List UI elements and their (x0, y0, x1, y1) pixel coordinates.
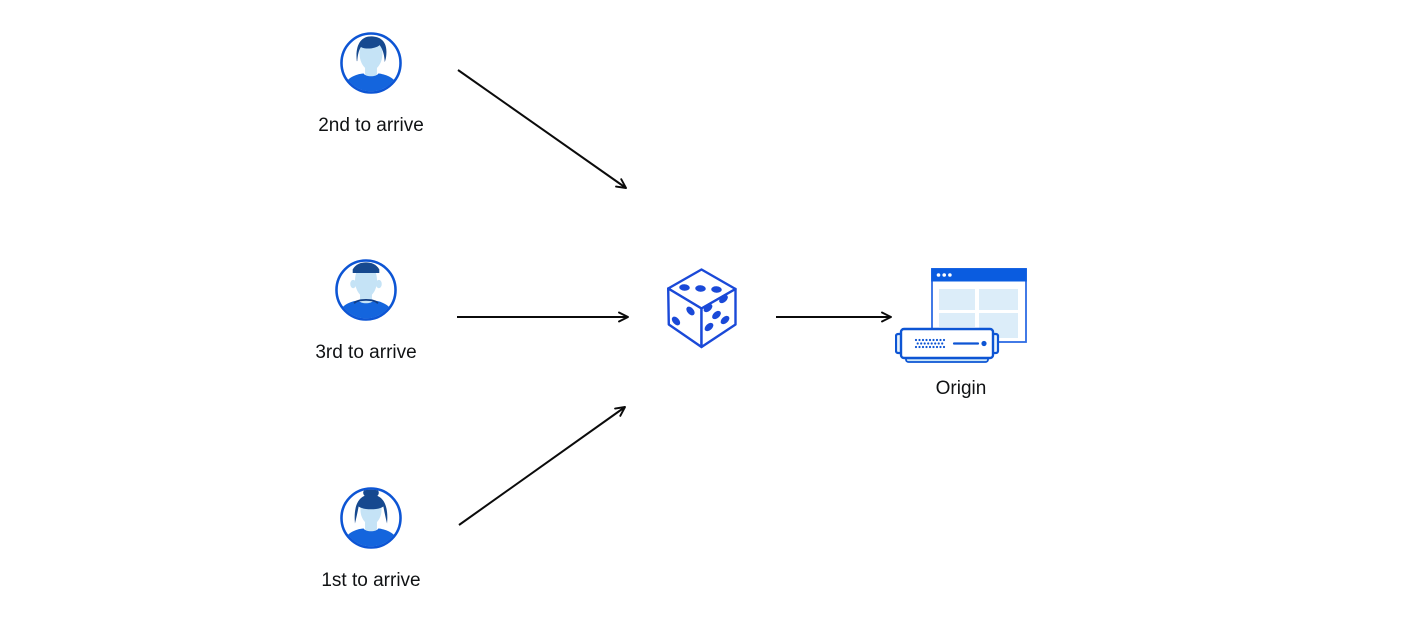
node-label-origin: Origin (935, 378, 987, 399)
node-dice (667, 268, 738, 349)
browser-titlebar (931, 268, 1027, 282)
dice-icon (667, 268, 737, 349)
node-label-user-1st: 1st to arrive (321, 570, 421, 591)
avatar-male-swoop-icon (340, 32, 402, 94)
node-user-1st: 1st to arrive (301, 485, 441, 592)
arrow-user2nd-to-dice (457, 69, 627, 189)
node-origin: Origin (895, 261, 1027, 400)
node-user-3rd: 3rd to arrive (296, 257, 436, 364)
server-icon (895, 327, 1000, 363)
avatar-female-bun-icon (340, 487, 402, 549)
origin-server-icon (895, 268, 1027, 363)
avatar-male-flattop-icon (335, 259, 397, 321)
browser-content-blocks (939, 289, 1018, 338)
node-label-user-3rd: 3rd to arrive (315, 342, 417, 363)
node-label-user-2nd: 2nd to arrive (318, 115, 424, 136)
server-vents (914, 338, 946, 349)
arrow-user1st-to-dice (458, 406, 626, 526)
server-led (981, 340, 987, 347)
node-user-2nd: 2nd to arrive (301, 30, 441, 137)
